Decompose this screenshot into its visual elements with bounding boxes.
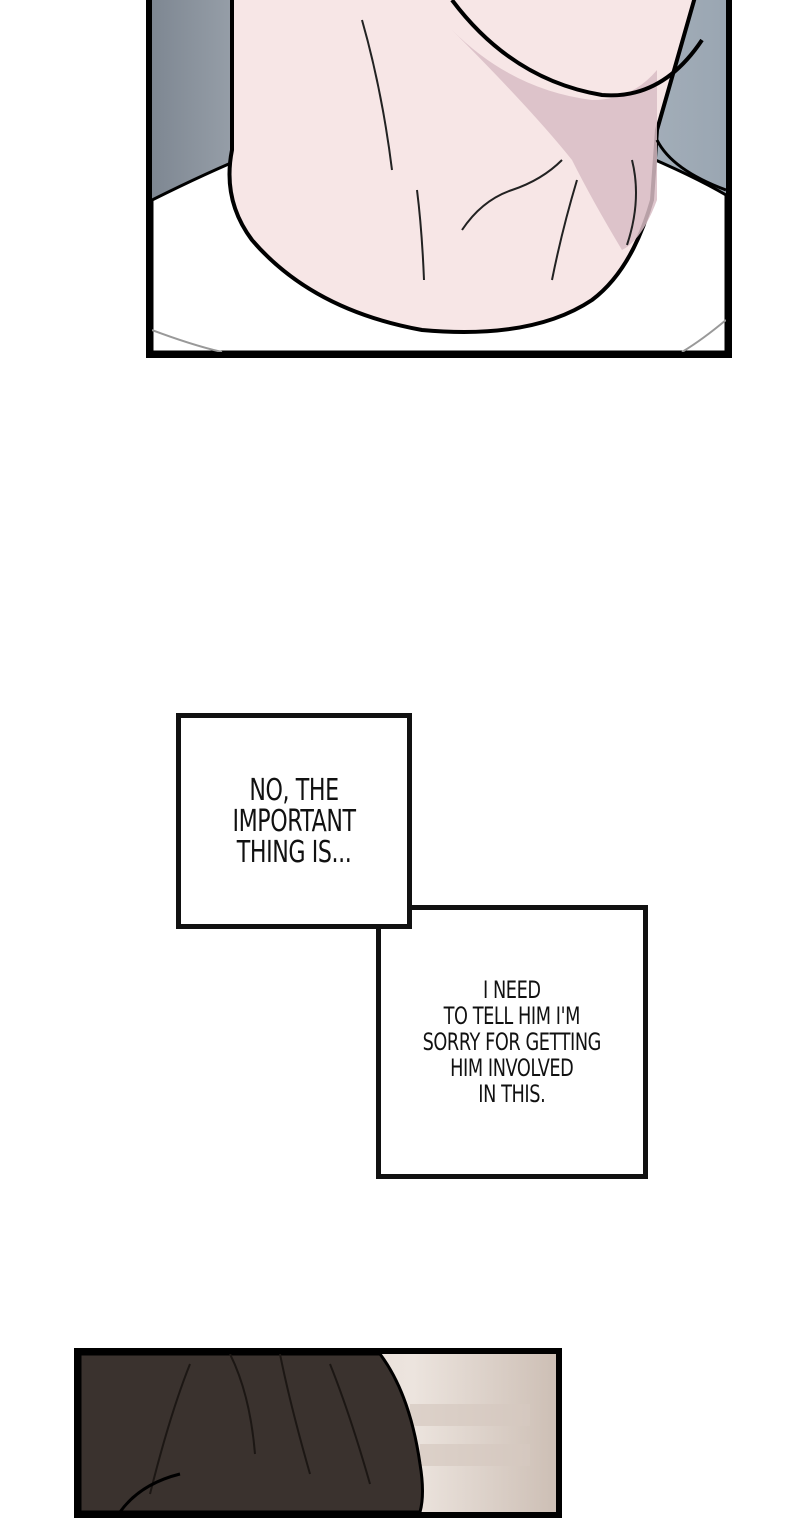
neck-line-far-right: [626, 159, 637, 246]
background-shelf-2: [420, 1444, 530, 1466]
shirt-fold-right: [681, 319, 726, 352]
hair-illustration: [80, 1354, 556, 1512]
neck-skin: [227, 0, 697, 334]
neck-illustration: [152, 0, 726, 352]
hair-strand-4: [329, 1363, 371, 1485]
neck-line-left: [361, 19, 393, 171]
hair-strand-3: [149, 1363, 191, 1495]
hair-shape: [80, 1354, 424, 1512]
shirt-fold-left: [152, 329, 223, 352]
caption-text-2: I NEED TO TELL HIM I'M SORRY FOR GETTING…: [422, 976, 602, 1108]
comic-panel-hair: [74, 1348, 562, 1518]
caption-text-1: NO, THE IMPORTANT THING IS...: [232, 772, 356, 870]
hair-strand-1: [229, 1354, 256, 1455]
caption-box-1: NO, THE IMPORTANT THING IS...: [176, 713, 412, 929]
hair-strand-2: [279, 1354, 311, 1475]
background-shelf-1: [410, 1404, 530, 1426]
collarbone-line: [461, 159, 563, 231]
neck-line-center: [416, 189, 425, 281]
comic-panel-neck: [146, 0, 732, 358]
neck-line-right: [551, 179, 578, 281]
jaw-line: [450, 0, 704, 98]
shoulder-line: [655, 139, 726, 192]
jaw-shadow: [452, 30, 657, 250]
caption-box-2: I NEED TO TELL HIM I'M SORRY FOR GETTING…: [376, 905, 648, 1179]
